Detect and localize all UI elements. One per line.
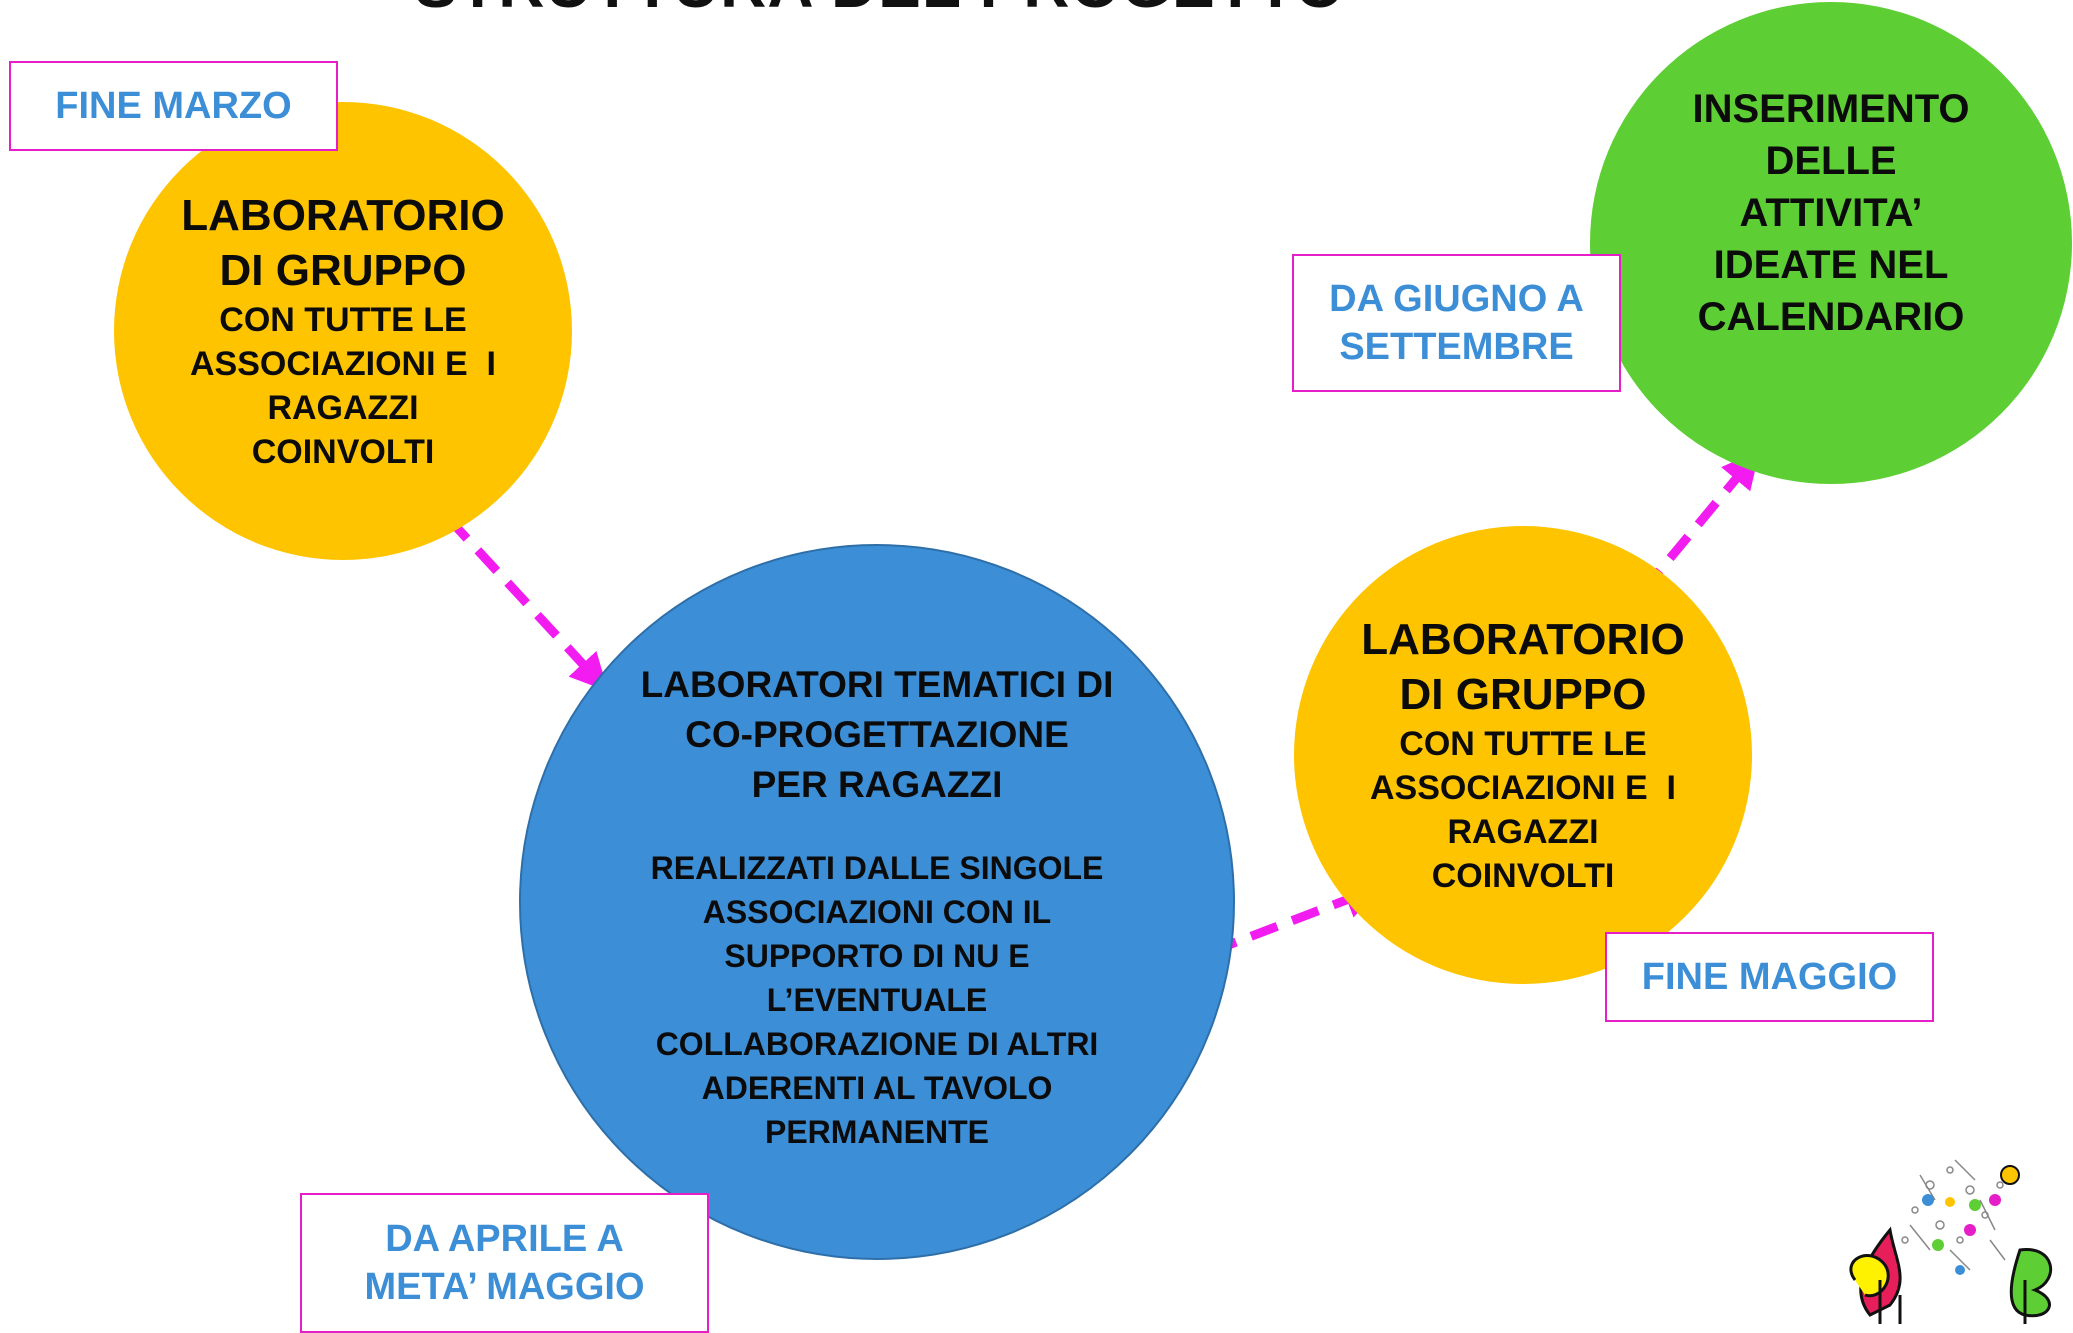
lab1-heading-1: LABORATORIO	[181, 191, 505, 240]
lab2-time-label: FINE MAGGIO	[1605, 932, 1934, 1022]
tematici-heading-3: PER RAGAZZI	[751, 764, 1003, 805]
lab1-time-label: FINE MARZO	[9, 61, 338, 151]
tree-logo-icon	[1849, 1159, 2053, 1324]
tematici-detail-1: REALIZZATI DALLE SINGOLE	[650, 850, 1104, 886]
lab2-detail-1: CON TUTTE LE	[1399, 725, 1647, 763]
tematici-detail-7: PERMANENTE	[764, 1114, 989, 1150]
tematici-heading-2: CO-PROGETTAZIONE	[685, 714, 1069, 755]
tematici-time-line-1: DA APRILE A	[385, 1218, 624, 1260]
calendario-time-line-2: SETTEMBRE	[1339, 326, 1574, 368]
tematici-time-line-2: META’ MAGGIO	[364, 1266, 645, 1308]
tematici-detail-2: ASSOCIAZIONI CON IL	[702, 894, 1052, 930]
lab1-heading-2: DI GRUPPO	[219, 246, 467, 295]
lab1-time-text: FINE MARZO	[55, 85, 292, 127]
tematici-detail-5: COLLABORAZIONE DI ALTRI	[655, 1026, 1099, 1062]
calendario-line-5: CALENDARIO	[1697, 295, 1965, 339]
lab2-circle: LABORATORIO DI GRUPPO CON TUTTE LE ASSOC…	[1294, 526, 1752, 984]
calendario-line-3: ATTIVITA’	[1739, 191, 1923, 235]
lab1-detail-1: CON TUTTE LE	[219, 301, 467, 339]
tematici-detail-6: ADERENTI AL TAVOLO	[701, 1070, 1053, 1106]
tematici-circle: LABORATORI TEMATICI DI CO-PROGETTAZIONE …	[519, 544, 1235, 1260]
lab1-detail-2: ASSOCIAZIONI E I	[189, 345, 497, 383]
arrow-lab1-to-tematici	[444, 514, 609, 692]
calendario-time-label: DA GIUGNO A SETTEMBRE	[1292, 254, 1621, 392]
lab2-time-text: FINE MAGGIO	[1641, 956, 1898, 998]
calendario-circle: INSERIMENTO DELLE ATTIVITA’ IDEATE NEL C…	[1590, 2, 2072, 484]
tematici-detail-4: L’EVENTUALE	[766, 982, 988, 1018]
calendario-line-4: IDEATE NEL	[1713, 243, 1949, 287]
tematici-detail-3: SUPPORTO DI NU E	[724, 938, 1030, 974]
lab2-heading-2: DI GRUPPO	[1399, 670, 1647, 719]
page-title: STRUTTURA DEL PROGETTO	[0, 0, 1760, 22]
lab1-detail-3: RAGAZZI	[267, 389, 419, 427]
arrow-lab2-to-calendario	[1638, 450, 1760, 595]
lab2-detail-3: RAGAZZI	[1447, 813, 1599, 851]
lab1-circle: LABORATORIO DI GRUPPO CON TUTTE LE ASSOC…	[114, 102, 572, 560]
lab2-detail-2: ASSOCIAZIONI E I	[1369, 769, 1677, 807]
tematici-time-label: DA APRILE A META’ MAGGIO	[300, 1193, 709, 1333]
lab2-heading-1: LABORATORIO	[1361, 615, 1685, 664]
calendario-line-2: DELLE	[1765, 139, 1897, 183]
lab1-detail-4: COINVOLTI	[251, 433, 435, 471]
calendario-line-1: INSERIMENTO	[1692, 87, 1970, 131]
lab2-detail-4: COINVOLTI	[1431, 857, 1615, 895]
tematici-heading-1: LABORATORI TEMATICI DI	[640, 664, 1114, 705]
calendario-time-line-1: DA GIUGNO A	[1329, 278, 1584, 320]
